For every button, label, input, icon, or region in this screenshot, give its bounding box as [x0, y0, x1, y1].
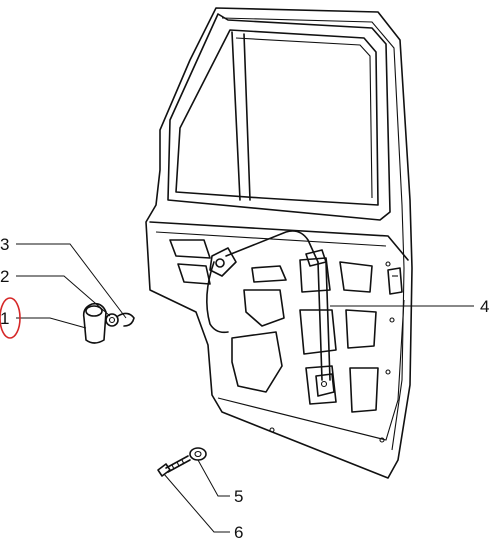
- callout-2: 2: [0, 267, 9, 286]
- door-panel: [145, 7, 413, 479]
- window-regulator-cable: [206, 230, 335, 397]
- callout-6: 6: [234, 523, 243, 541]
- callout-3: 3: [0, 235, 9, 254]
- callout-1: 1: [0, 309, 9, 328]
- callout-4: 4: [480, 297, 489, 316]
- handle-assembly: [82, 302, 135, 344]
- callout-5: 5: [234, 487, 243, 506]
- callout-1-highlight: [0, 297, 21, 339]
- leader-lines: [16, 243, 474, 533]
